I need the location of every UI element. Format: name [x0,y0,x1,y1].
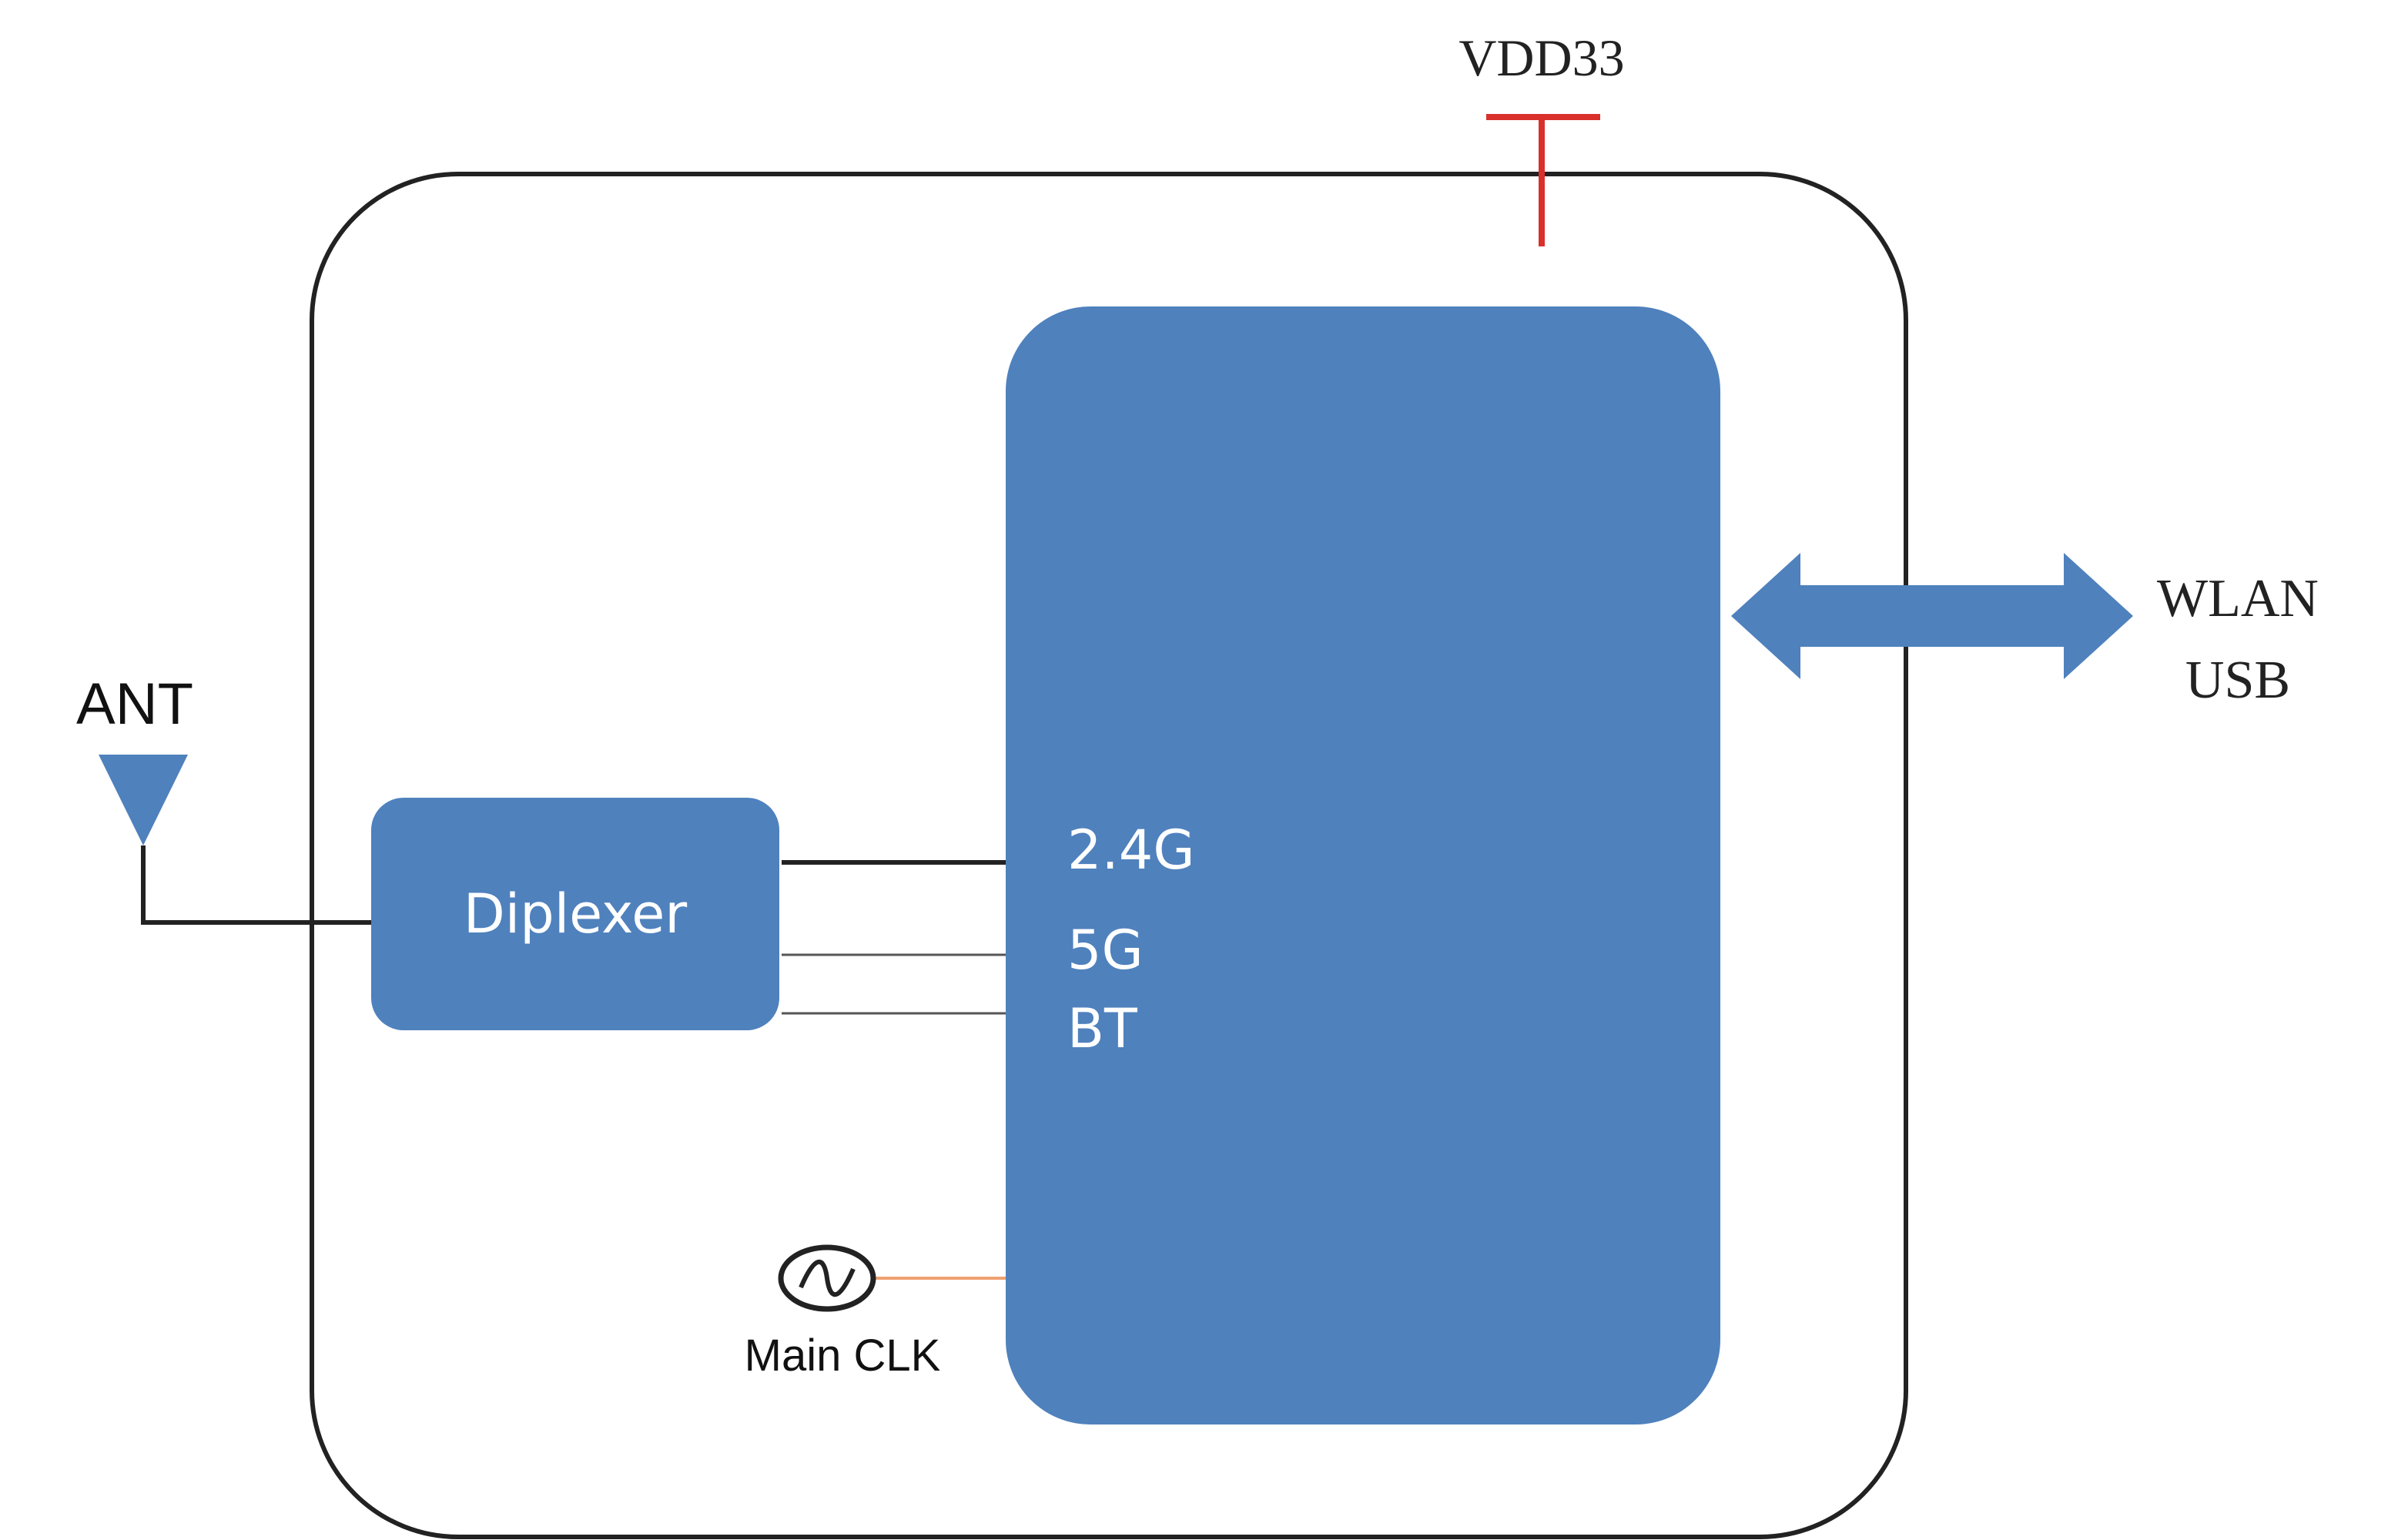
main-clk-label: Main CLK [745,1331,941,1381]
antenna-triangle-icon [99,755,188,845]
vdd33-label: VDD33 [1459,28,1624,87]
band-5g-label: 5G [1067,919,1144,982]
module-outline [310,172,1908,1539]
antenna-feed-line [141,845,373,925]
wlan-label: WLAN [2157,569,2319,628]
diplexer-label: Diplexer [464,882,687,946]
vdd33-power-symbol: VDD33 [1459,28,1625,246]
usb-label: USB [2185,651,2290,710]
ant-label: ANT [76,671,193,737]
bidirectional-arrow-icon [1731,553,2133,679]
diplexer-block [371,798,779,1030]
main-chip-block [1006,306,1720,1424]
antenna: ANT [76,671,373,925]
sine-oscillator-icon [778,1244,876,1312]
main-clock: Main CLK [745,1244,1006,1381]
band-bt-label: BT [1067,997,1137,1060]
band-2.4g-label: 2.4G [1067,819,1195,882]
